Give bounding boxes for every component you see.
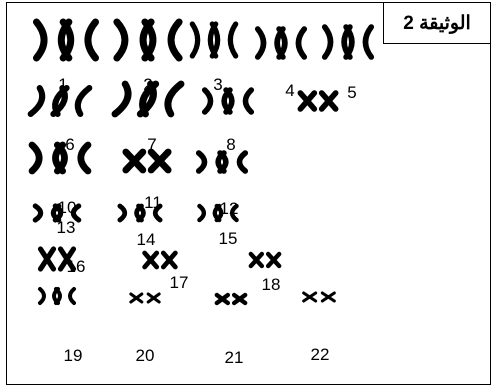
chromosome-16-a xyxy=(41,249,54,269)
chromosome-label-1: 1 xyxy=(58,75,67,94)
chromosome-19-b xyxy=(56,289,74,303)
chromosome-22-a xyxy=(304,293,316,301)
chromosome-11-b xyxy=(151,152,168,170)
chromosome-20-a xyxy=(131,294,142,302)
chromosome-label-18: 18 xyxy=(262,275,281,294)
chromosome-label-20: 20 xyxy=(136,346,155,365)
chromosome-21-b xyxy=(234,295,245,303)
chromosome-pair-1 xyxy=(36,22,95,58)
chromosome-1-b xyxy=(63,22,95,58)
chromosome-label-7: 7 xyxy=(147,135,156,154)
chromosome-pair-2 xyxy=(117,22,179,58)
chromosome-12-b xyxy=(220,153,245,171)
chromosome-pair-12 xyxy=(199,153,246,171)
chromosome-3-b xyxy=(212,24,235,56)
chromosome-pair-10 xyxy=(32,145,88,171)
chromosome-pair-8 xyxy=(205,90,252,112)
chromosome-pair-18 xyxy=(251,254,279,266)
chromosome-label-12: 12 xyxy=(220,199,239,218)
chromosome-label-17: 17 xyxy=(170,273,189,292)
chromosome-pair-3 xyxy=(192,24,235,56)
chromosome-label-6: 6 xyxy=(65,135,74,154)
chromosome-label-19: 19 xyxy=(64,346,83,365)
chromosome-pair-20 xyxy=(131,294,159,302)
chromosome-label-13: 13 xyxy=(57,218,76,237)
chromosome-label-5: 5 xyxy=(347,83,356,102)
chromosome-pair-9 xyxy=(300,93,335,109)
chromosome-label-16: 16 xyxy=(67,257,86,276)
chromosome-pair-11 xyxy=(126,152,168,170)
chromosome-4-b xyxy=(279,29,304,57)
chromosome-label-4: 4 xyxy=(285,81,294,100)
chromosome-20-b xyxy=(148,294,159,302)
chromosome-label-21: 21 xyxy=(225,348,244,367)
chromosome-label-11: 11 xyxy=(144,193,162,212)
chromosome-pair-22 xyxy=(304,293,335,301)
chromosome-pair-19 xyxy=(40,289,74,303)
chromosome-pair-5 xyxy=(325,27,372,57)
chromosome-18-b xyxy=(268,254,279,266)
chromosome-label-15: 15 xyxy=(219,229,238,248)
chromosome-pair-4 xyxy=(258,29,305,57)
chromosome-label-3: 3 xyxy=(213,75,222,94)
chromosome-17-b xyxy=(163,253,175,267)
chromosome-8-b xyxy=(226,90,251,112)
chromosome-label-8: 8 xyxy=(226,135,235,154)
chromosome-18-a xyxy=(251,254,262,266)
chromosome-label-22: 22 xyxy=(311,345,330,364)
chromosome-9-b xyxy=(322,93,336,109)
chromosome-17-a xyxy=(145,253,157,267)
chromosome-label-14: 14 xyxy=(137,230,156,249)
chromosome-pair-21 xyxy=(217,295,245,303)
chromosome-19-a xyxy=(40,289,58,303)
chromosome-2-b xyxy=(145,22,179,58)
chromosome-21-a xyxy=(217,295,228,303)
chromosome-label-10: 10 xyxy=(58,198,77,217)
chromosome-11-a xyxy=(126,152,143,170)
chromosome-label-2: 2 xyxy=(143,75,152,94)
chromosome-5-b xyxy=(346,27,371,57)
chromosome-pair-17 xyxy=(145,253,176,267)
chromosome-9-a xyxy=(300,93,314,109)
chromosome-22-b xyxy=(322,293,334,301)
